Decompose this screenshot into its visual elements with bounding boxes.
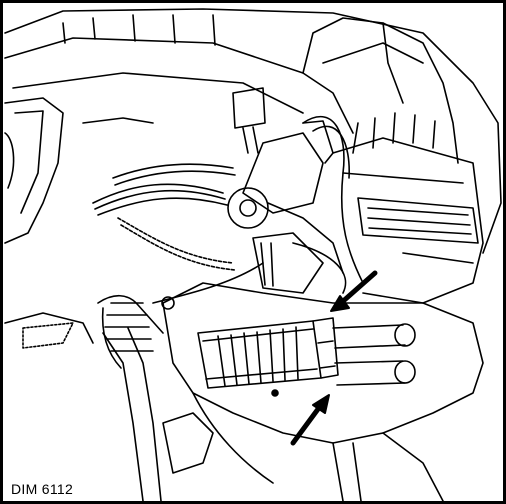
arrow-up-right-icon [290,394,330,446]
steering-column [4,294,164,501]
arrow-down-left-icon [330,270,378,312]
heater-core [197,317,416,389]
technical-illustration [4,8,502,501]
figure-label: DIM 6112 [9,481,76,497]
dashboard-housing [4,8,502,254]
lower-housing [161,282,484,501]
actuator-assembly [227,87,347,294]
wiring-harness [92,116,364,304]
heater-box [332,112,484,304]
